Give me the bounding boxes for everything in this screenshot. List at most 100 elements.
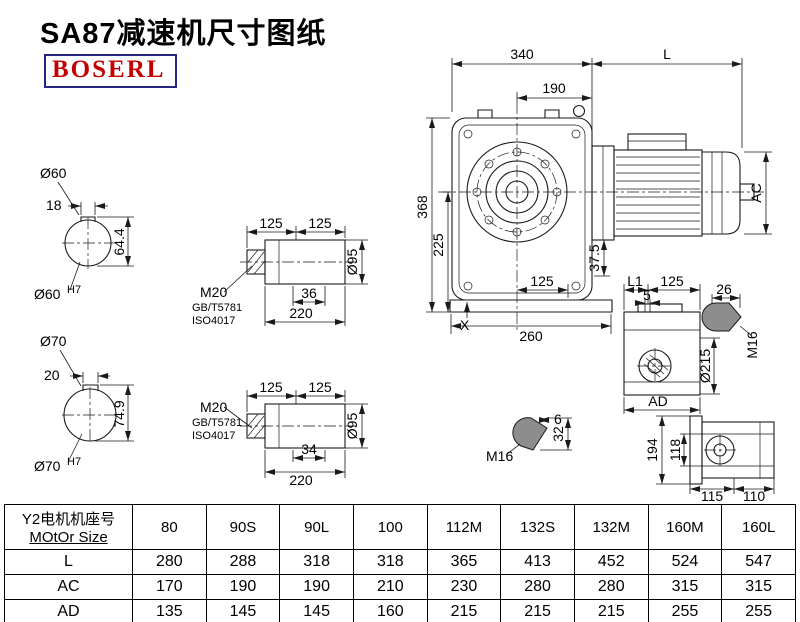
value-cell: 255 — [721, 599, 796, 622]
dim-label-340: 340 — [510, 46, 534, 62]
table-row-ac: AC 170 190 190 210 230 280 280 315 315 — [4, 574, 796, 600]
key-detail-view: 6 32 M16 — [486, 411, 572, 464]
bore-circle-60 — [64, 219, 112, 267]
lifting-lug — [572, 104, 586, 118]
header-motor-size-cell: Y2电机机座号 MOtOr Size — [4, 504, 133, 550]
value-cell: 524 — [647, 549, 723, 575]
dim-label-ac: AC — [748, 183, 764, 202]
key-shape — [512, 417, 548, 451]
shaft-body-2 — [264, 403, 346, 449]
shaft-view-1: 125 125 M20 GB/T5781 ISO4017 36 220 Ø95 — [192, 215, 368, 327]
value-cell: 288 — [205, 549, 281, 575]
row-label-cell: L — [4, 549, 133, 575]
value-cell: 145 — [205, 599, 281, 622]
table-header-row: Y2电机机座号 MOtOr Size 80 90S 90L 100 112M 1… — [4, 504, 796, 550]
dim-110-label: 110 — [743, 488, 766, 504]
value-cell: 413 — [500, 549, 575, 575]
header-cell: 80 — [132, 504, 207, 550]
header-cn-label: Y2电机机座号 — [21, 511, 116, 528]
dim-label-368: 368 — [414, 195, 430, 219]
dim-194-label: 194 — [644, 438, 660, 462]
dim-label-37-5: 37.5 — [586, 244, 602, 271]
dim-26-side: 26 — [716, 281, 732, 297]
keyw-label-70: 20 — [44, 367, 60, 383]
dim-125a-shaft1: 125 — [259, 215, 283, 231]
dim-220-shaft2: 220 — [289, 472, 313, 488]
row-label-cell: AD — [4, 599, 133, 622]
motor-dimension-table: Y2电机机座号 MOtOr Size 80 90S 90L 100 112M 1… — [4, 504, 796, 622]
header-cell: 160M — [647, 504, 723, 550]
value-cell: 160 — [352, 599, 428, 622]
thread-label-shaft1: M20 — [200, 284, 227, 300]
std1-label-shaft2: GB/T5781 — [192, 417, 242, 429]
value-cell: 318 — [279, 549, 354, 575]
dim-5-side: 5 — [643, 287, 651, 303]
value-cell: 255 — [647, 599, 723, 622]
main-view-drawing: 340 L 190 368 225 37.5 AC 125 260 X — [414, 46, 772, 344]
keyw-label-60: 18 — [46, 197, 62, 213]
dim-125-side: 125 — [660, 273, 684, 289]
fit-tol-label-60: H7 — [67, 284, 81, 296]
table-row-l: L 280 288 318 318 365 413 452 524 547 — [4, 549, 796, 575]
header-cell: 132S — [500, 504, 575, 550]
value-cell: 365 — [426, 549, 502, 575]
header-cell: 90S — [205, 504, 281, 550]
dim-6-label: 6 — [554, 411, 562, 427]
shaft-view-2: 125 125 M20 GB/T5781 ISO4017 34 220 Ø95 — [192, 379, 368, 488]
x-marker-label: X — [460, 317, 470, 333]
bore-circle-70 — [63, 388, 117, 442]
shaft-section-70: Ø70 20 74.9 Ø70 H7 — [34, 333, 134, 474]
value-cell: 210 — [352, 574, 428, 600]
dim-label-190: 190 — [542, 80, 566, 96]
page-title: SA87减速机尺寸图纸 — [40, 18, 327, 50]
value-cell: 315 — [721, 574, 796, 600]
value-cell: 280 — [573, 574, 649, 600]
thread-m16-side: M16 — [744, 331, 760, 358]
value-cell: 190 — [205, 574, 281, 600]
value-cell: 280 — [500, 574, 575, 600]
thread-label-shaft2: M20 — [200, 399, 227, 415]
dim-220-shaft1: 220 — [289, 305, 313, 321]
keyh-label-60: 64.4 — [111, 228, 127, 255]
header-en-label: MOtOr Size — [29, 529, 108, 546]
dim-label-l: L — [663, 46, 671, 62]
dim-125b-shaft1: 125 — [308, 215, 332, 231]
std2-label-shaft1: ISO4017 — [192, 315, 235, 327]
dim-125a-shaft2: 125 — [259, 379, 283, 395]
fit-label-70: Ø70 — [34, 458, 61, 474]
gearbox-side-view: L1 125 5 26 M16 Ø215 AD — [623, 273, 760, 414]
motor-drawing — [591, 133, 755, 241]
std2-label-shaft2: ISO4017 — [192, 430, 235, 442]
fit-label-60: Ø60 — [34, 286, 61, 302]
value-cell: 170 — [132, 574, 207, 600]
technical-drawing: 340 L 190 368 225 37.5 AC 125 260 X Ø60 … — [34, 46, 775, 504]
output-flange — [466, 141, 568, 243]
row-label-cell: AC — [4, 574, 133, 600]
dim-34-shaft2: 34 — [301, 441, 317, 457]
brand-logo: BOSERL — [44, 54, 178, 88]
value-cell: 547 — [721, 549, 796, 575]
value-cell: 315 — [647, 574, 723, 600]
fit-tol-label-70: H7 — [67, 456, 81, 468]
dim-32-label: 32 — [550, 426, 566, 442]
header-cell: 90L — [279, 504, 354, 550]
value-cell: 190 — [279, 574, 354, 600]
value-cell: 452 — [573, 549, 649, 575]
key-plug-shape — [701, 302, 742, 332]
dia-95-shaft2: Ø95 — [344, 413, 360, 440]
dim-ad-label: AD — [648, 393, 667, 409]
dim-115-label: 115 — [701, 488, 724, 504]
shaft-section-60: Ø60 18 64.4 Ø60 H7 — [34, 165, 134, 302]
gearbox-end-view: 194 118 115 110 — [644, 415, 775, 504]
header-cell: 160L — [721, 504, 796, 550]
header-cell: 132M — [573, 504, 649, 550]
dim-36-shaft1: 36 — [301, 285, 317, 301]
header-cell: 100 — [352, 504, 428, 550]
shaft-body-1 — [264, 239, 346, 285]
value-cell: 215 — [426, 599, 502, 622]
value-cell: 230 — [426, 574, 502, 600]
dim-118-label: 118 — [667, 439, 683, 462]
std1-label-shaft1: GB/T5781 — [192, 302, 242, 314]
value-cell: 145 — [279, 599, 354, 622]
